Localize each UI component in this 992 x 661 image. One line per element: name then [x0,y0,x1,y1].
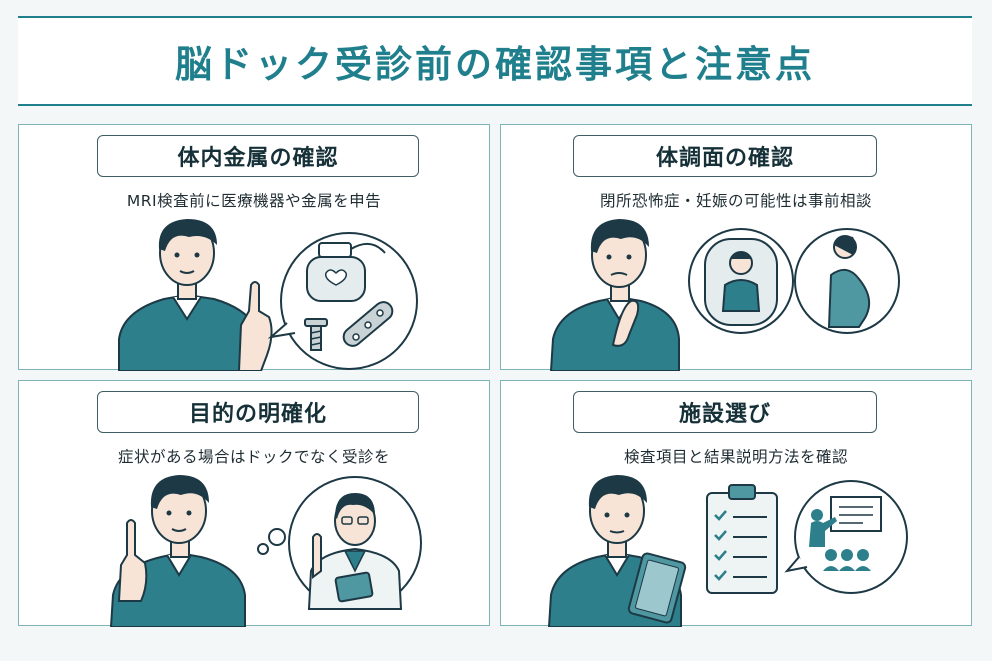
page-title: 脳ドック受診前の確認事項と注意点 [175,43,815,86]
person-pointing-icon [109,475,246,627]
person-pointing-icon [118,219,273,371]
panel-title: 体内金属の確認 [97,135,419,177]
presentation-icon [784,480,908,594]
person-thinking-icon [549,219,680,371]
panel-title: 施設選び [573,391,877,433]
metal-plate-icon [342,301,394,347]
checklist-icon [706,484,778,594]
panel-description: MRI検査前に医療機器や金属を申告 [126,192,382,210]
panel-facility-choice: 施設選び 検査項目と結果説明方法を確認 [500,380,973,627]
claustrophobia-icon [688,228,794,334]
panel-title: 目的の明確化 [97,391,419,433]
panel-metal-check: 体内金属の確認 MRI検査前に医療機器や金属を申告 [18,124,491,371]
panel-description: 検査項目と結果説明方法を確認 [623,448,848,466]
panel-description: 閉所恐怖症・妊娠の可能性は事前相談 [599,192,872,210]
panel-title: 体調面の確認 [573,135,877,177]
screw-icon [304,318,328,351]
panel-illustration [19,471,491,627]
panel-purpose-clarify: 目的の明確化 症状がある場合はドックでなく受診を [18,380,491,627]
doctor-icon [307,493,403,610]
pacemaker-icon [306,242,386,302]
title-banner: 脳ドック受診前の確認事項と注意点 [18,16,972,106]
panel-illustration [501,215,973,371]
person-tablet-icon [547,475,687,627]
panel-illustration [19,215,491,371]
panel-health-check: 体調面の確認 閉所恐怖症・妊娠の可能性は事前相談 [500,124,973,371]
panel-illustration [501,471,973,627]
pregnant-woman-icon [794,228,900,334]
panel-description: 症状がある場合はドックでなく受診を [117,448,390,466]
